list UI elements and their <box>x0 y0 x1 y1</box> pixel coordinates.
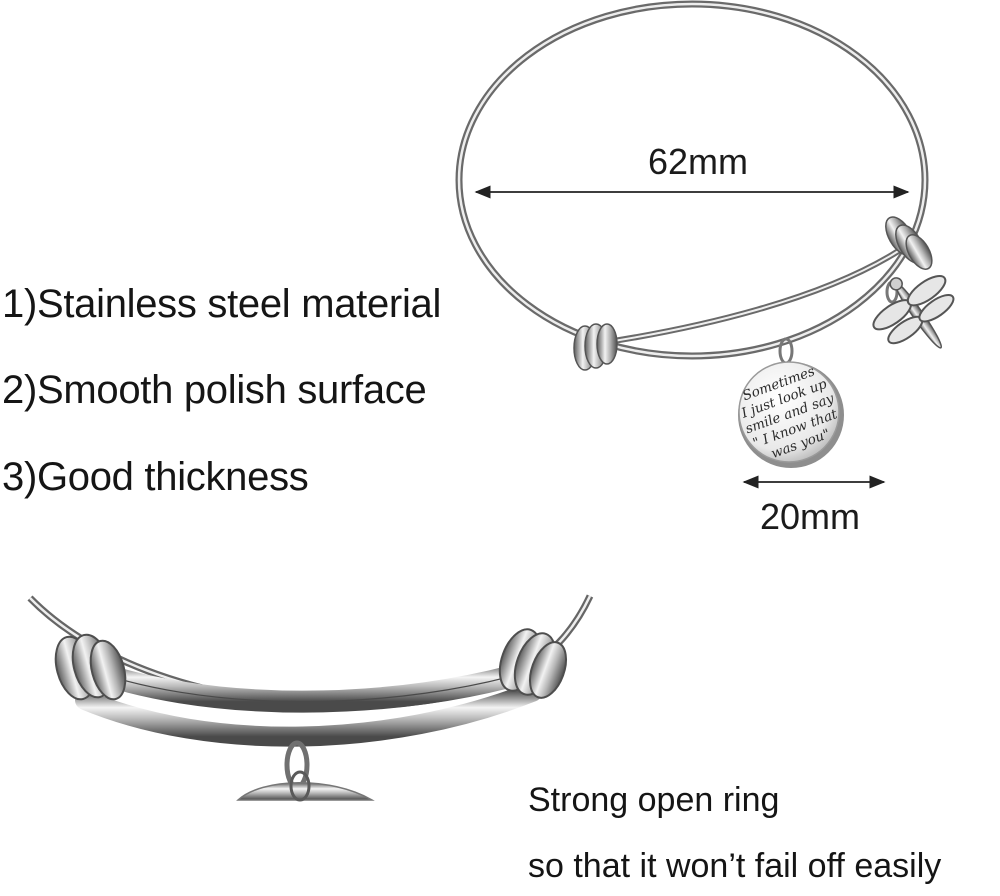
feature-text: Good thickness <box>36 455 309 499</box>
feature-number: 3) <box>2 455 37 499</box>
bangle-closeup <box>27 594 594 802</box>
feature-item-3: 3)Good thickness <box>2 455 309 499</box>
closeup-coil-left <box>54 633 127 701</box>
dragonfly-charm-icon <box>872 275 955 349</box>
feature-number: 2) <box>2 368 37 412</box>
round-charm: Sometimes I just look up smile and say "… <box>738 361 844 468</box>
feature-text: Smooth polish surface <box>36 368 427 412</box>
feature-item-1: 1)Stainless steel material <box>2 282 441 326</box>
bangle-top-view: Sometimes I just look up smile and say "… <box>455 0 955 489</box>
closeup-band-lower <box>75 682 542 747</box>
bangle-coil-right <box>885 216 933 270</box>
bangle-coil-left <box>573 323 618 371</box>
bangle-diameter-label: 62mm <box>648 141 749 182</box>
closeup-coil-right <box>498 628 568 699</box>
feature-number: 1) <box>2 282 37 326</box>
closeup-caption-line-1: Strong open ring <box>528 781 780 819</box>
feature-text: Stainless steel material <box>36 282 442 326</box>
charm-diameter-label: 20mm <box>760 496 861 537</box>
closeup-jump-ring <box>284 740 310 790</box>
closeup-charm-edge <box>236 782 375 801</box>
feature-item-2: 2)Smooth polish surface <box>2 368 427 412</box>
closeup-caption-line-2: so that it won’t fail off easily <box>528 847 942 885</box>
bangle-inner-wire <box>587 239 914 348</box>
